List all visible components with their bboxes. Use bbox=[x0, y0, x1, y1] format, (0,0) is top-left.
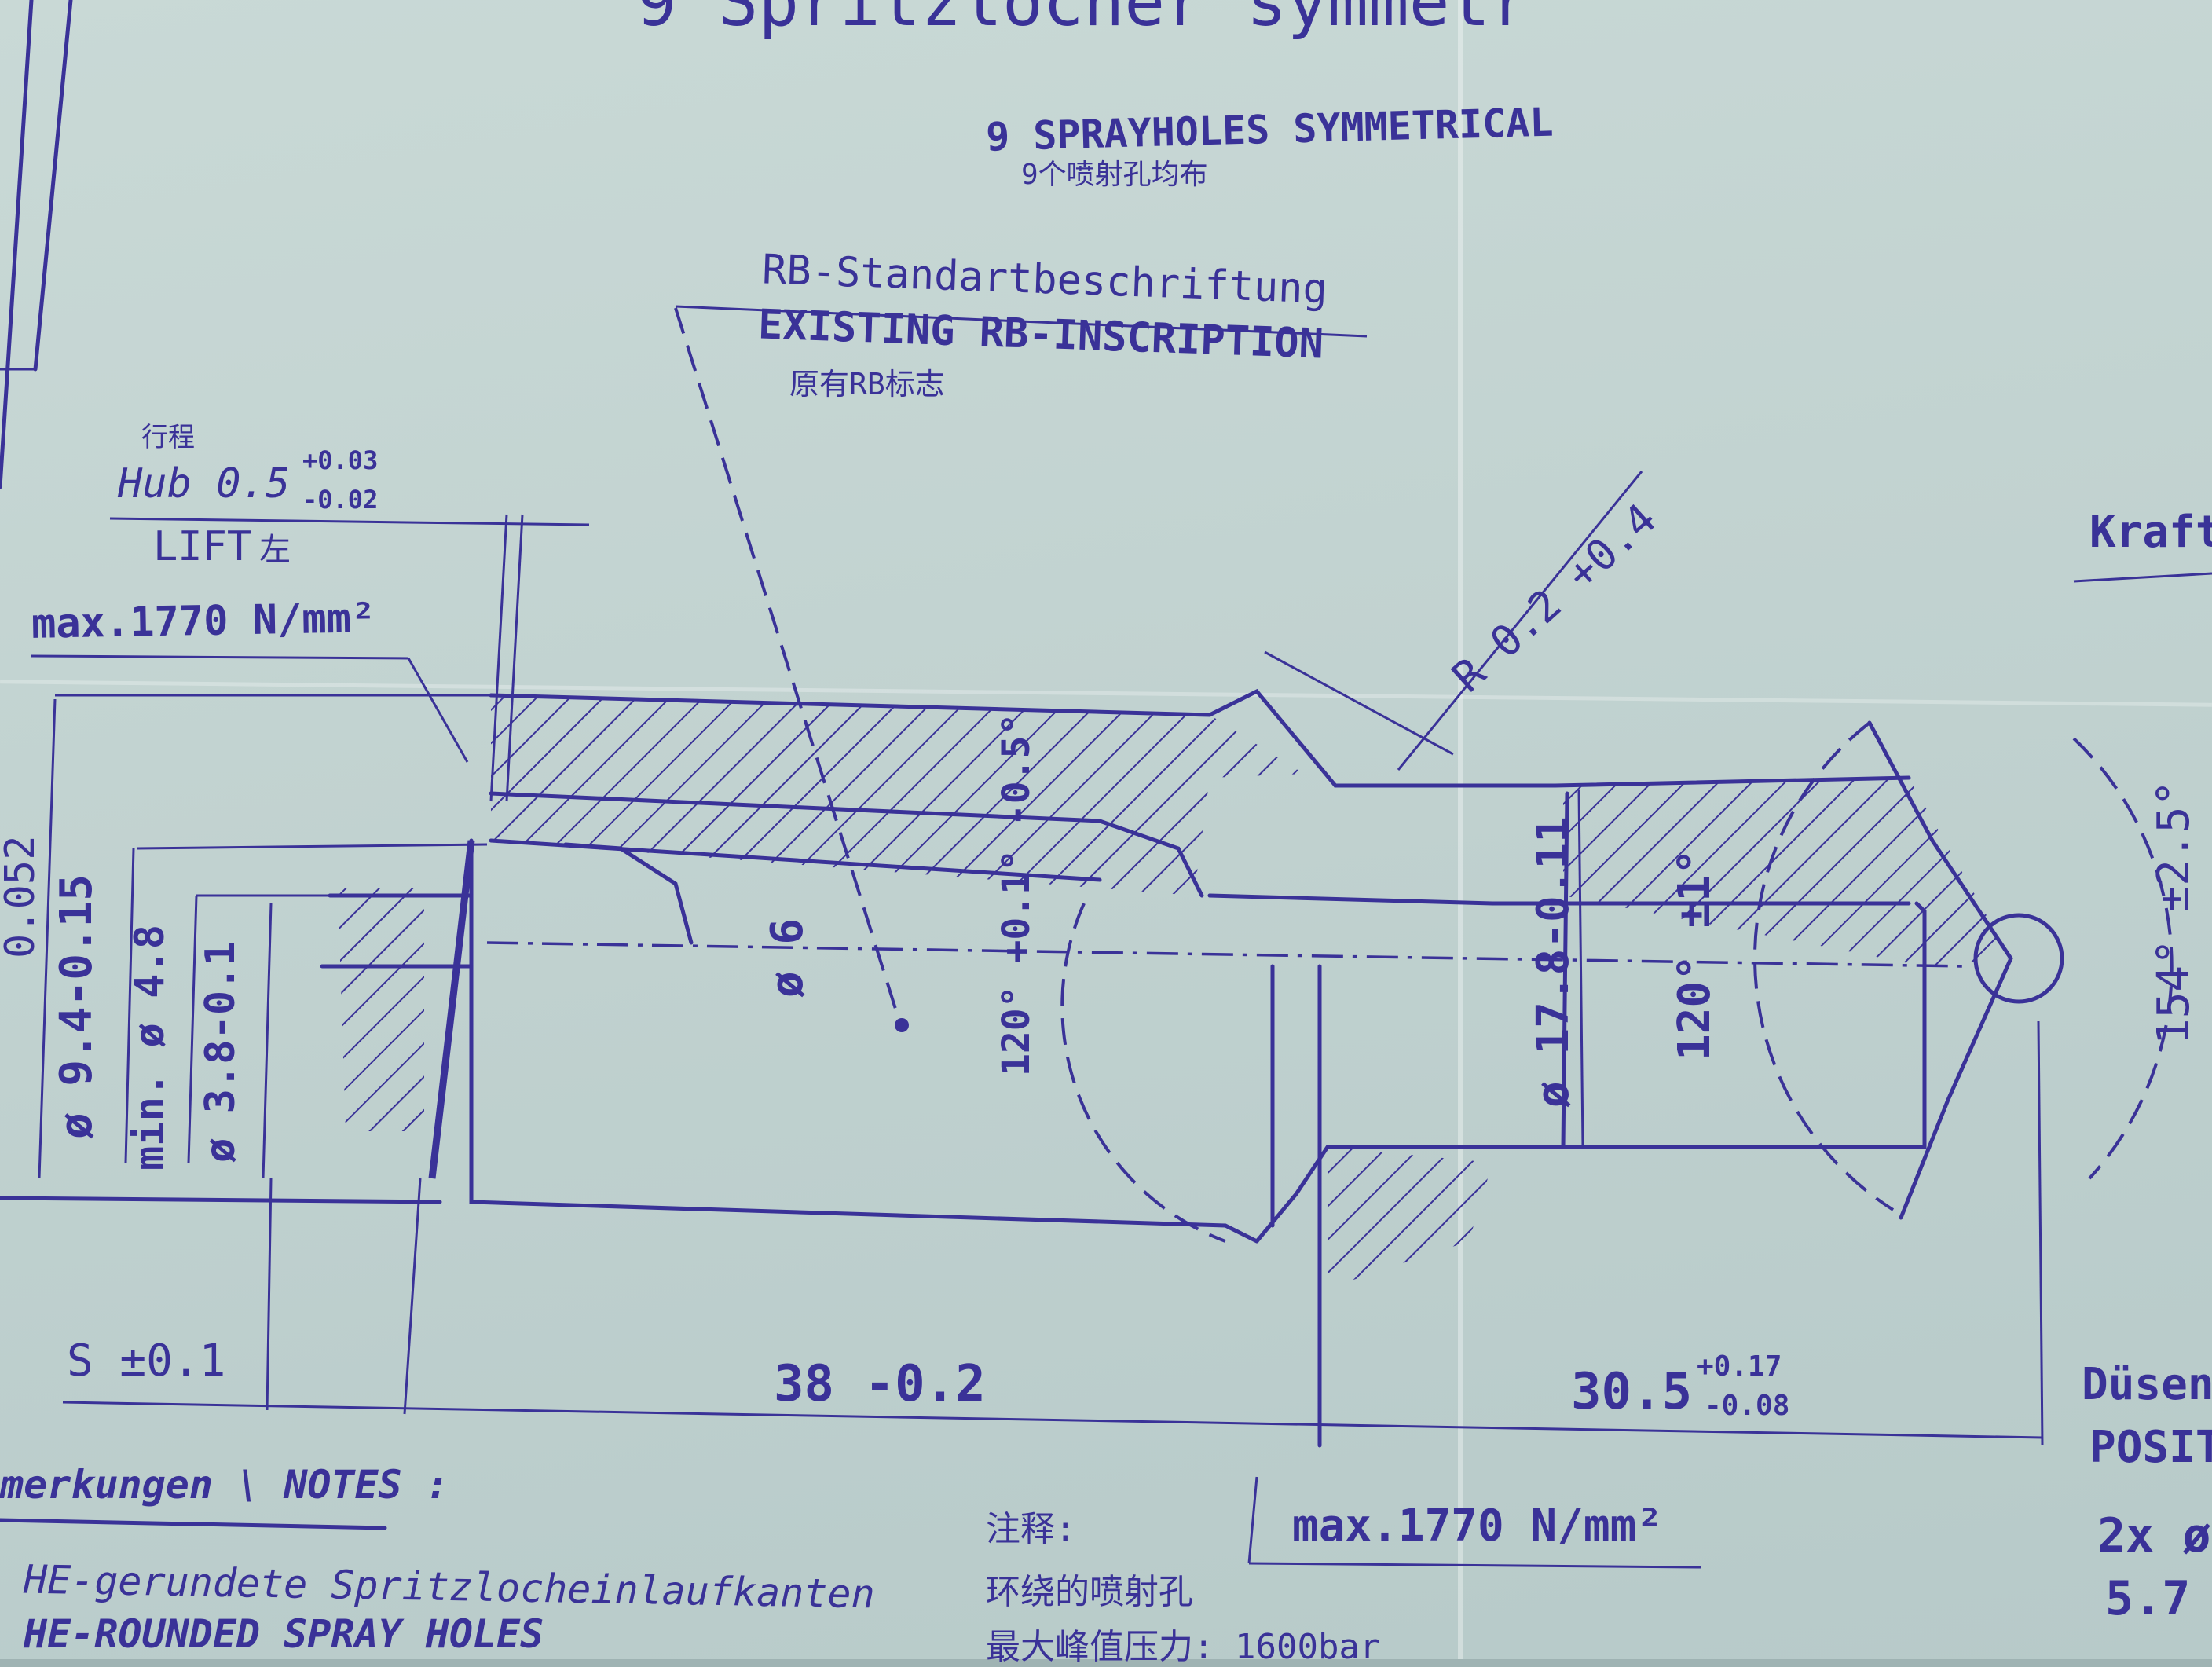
dim-line bbox=[137, 843, 488, 850]
notes-line-2: HE-ROUNDED SPRAY HOLES bbox=[24, 1611, 544, 1657]
paper-fold-vertical bbox=[1458, 0, 1463, 1659]
inscription-leader-dashed bbox=[674, 307, 901, 1022]
angle-arc bbox=[1753, 721, 1895, 1211]
hub-dimension-line bbox=[109, 517, 590, 526]
dim-length-30-5: 30.5 bbox=[1571, 1363, 1693, 1421]
right-text-1: Düsen bbox=[2082, 1359, 2212, 1410]
notes-heading: merkungen \ NOTES : bbox=[0, 1462, 449, 1508]
dim-extension bbox=[2037, 1020, 2044, 1446]
angle-arc bbox=[1060, 903, 1226, 1243]
lift-label: LIFT bbox=[153, 523, 252, 570]
kraft-label: Kraft bbox=[2089, 507, 2212, 558]
stress-underline bbox=[1248, 1562, 1701, 1569]
center-line bbox=[486, 941, 1965, 968]
axis-line bbox=[0, 1196, 442, 1204]
hatched-wall-upper bbox=[491, 695, 1304, 896]
dim-line bbox=[187, 895, 198, 1163]
body-heavy-edge bbox=[428, 840, 475, 1179]
right-text-3: 2x ø bbox=[2097, 1508, 2211, 1563]
tip-outline bbox=[1207, 688, 1911, 788]
dim-angle-154: 154° ±2.5° bbox=[2148, 779, 2199, 1045]
dim-diameter-6: ø 6 bbox=[762, 918, 813, 998]
inscription-leader-line bbox=[675, 305, 1368, 338]
frame-line bbox=[0, 0, 34, 489]
stress-leader-line bbox=[31, 654, 409, 660]
dim-line bbox=[262, 903, 273, 1179]
radius-leader bbox=[1397, 471, 1643, 771]
dim-line bbox=[124, 848, 135, 1163]
hub-label: Hub 0.5 bbox=[118, 460, 291, 507]
lift-cn: 左 bbox=[259, 532, 291, 568]
dim-s: S ±0.1 bbox=[67, 1335, 226, 1387]
dim-extension bbox=[1247, 1476, 1258, 1564]
dim-diameter-17-8: ø 17.8-0.11 bbox=[1528, 816, 1579, 1108]
outline-edge bbox=[563, 842, 694, 945]
notes-cn-line-1: 环绕的喷射孔 bbox=[986, 1572, 1193, 1612]
stress-bottom: max.1770 N/mm² bbox=[1292, 1500, 1664, 1552]
sprayholes-cn: 9个喷射孔均布 bbox=[1021, 159, 1208, 191]
outline-edge bbox=[489, 791, 1204, 898]
dim-diameter-9-4: ø 9.4-0.15 bbox=[51, 874, 102, 1139]
outline-edge bbox=[1254, 901, 1927, 1244]
dim-extension bbox=[403, 1178, 422, 1415]
notes-cn-heading: 注释: bbox=[986, 1509, 1076, 1549]
stress-leader-line bbox=[407, 658, 469, 763]
hub-cn: 行程 bbox=[141, 422, 195, 453]
body-line bbox=[1561, 791, 1569, 1149]
body-outline bbox=[469, 838, 1259, 1244]
notes-cn-line-2: 最大峰值压力: 1600bar bbox=[986, 1627, 1381, 1667]
hatched-tip bbox=[1563, 778, 2011, 966]
frame-line bbox=[33, 0, 73, 372]
leader-dot bbox=[895, 1018, 909, 1032]
radius-leader bbox=[1264, 650, 1454, 756]
bottom-dim-line bbox=[62, 1401, 2043, 1439]
dim-angle-120-b: 120° ±1° bbox=[1669, 848, 1720, 1061]
spray-hole-circle bbox=[1973, 913, 2064, 1004]
right-text-2: POSIT bbox=[2089, 1422, 2212, 1473]
kraft-underline bbox=[2073, 572, 2212, 583]
tip-cone bbox=[1867, 720, 2013, 1220]
dim-extension bbox=[266, 1178, 273, 1411]
angle-arc bbox=[2072, 737, 2174, 1180]
stress-top: max.1770 N/mm² bbox=[31, 595, 376, 648]
dim-angle-120-a: 120° +0.1° -0.5° bbox=[994, 713, 1038, 1076]
right-text-4: 5.7 bbox=[2105, 1571, 2191, 1626]
dim-length-30-5-lower: -0.08 bbox=[1705, 1390, 1790, 1422]
dim-line bbox=[38, 698, 57, 1179]
dim-diameter-3-8: ø 3.8-0.1 bbox=[197, 941, 244, 1163]
hatched-left bbox=[338, 888, 424, 1131]
dim-min-diameter-4-8: min. ø 4.8 bbox=[126, 924, 174, 1171]
dim-length-38: 38 -0.2 bbox=[774, 1355, 986, 1413]
title-top: 9 Spritzlöcher symmetr bbox=[636, 0, 1532, 42]
inscription-cn: 原有RB标志 bbox=[789, 367, 945, 401]
hatched-lower bbox=[1328, 1147, 1492, 1288]
dim-line bbox=[1577, 789, 1584, 1148]
dim-length-30-5-upper: +0.17 bbox=[1697, 1350, 1782, 1383]
outline-edge bbox=[1207, 893, 1911, 906]
outline-edge bbox=[489, 693, 1212, 717]
hub-tol-lower: -0.02 bbox=[302, 485, 379, 515]
hub-tol-upper: +0.03 bbox=[302, 445, 379, 475]
dim-edge: 0.052 bbox=[0, 835, 44, 958]
notes-underline bbox=[0, 1518, 387, 1530]
